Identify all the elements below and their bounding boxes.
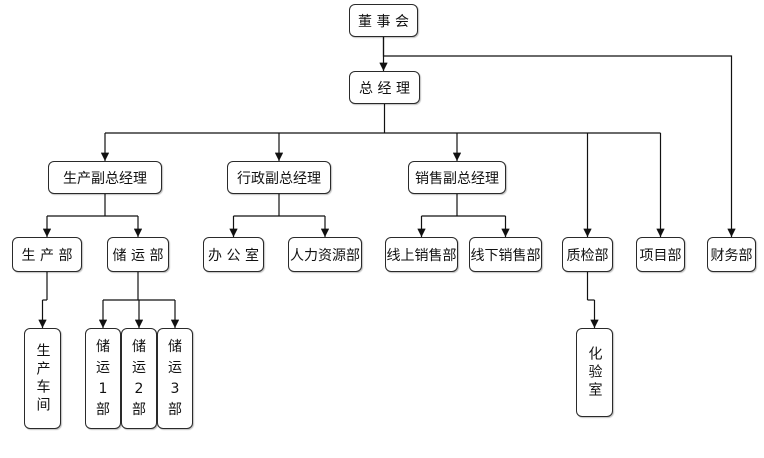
office-node: 办 公 室 [203, 237, 264, 272]
storage-unit-3-char: 储 [168, 338, 182, 355]
storage-unit-1-char: 储 [96, 338, 110, 355]
storage-unit-1-char: 运 [96, 359, 110, 376]
storage-unit-2-char: 储 [132, 338, 146, 355]
storage-unit-3-char: 部 [168, 401, 182, 418]
laboratory-node: 化验室 [576, 328, 613, 417]
storage-unit-3-char: 3 [170, 380, 180, 397]
sales-vp-node: 销售副总经理 [408, 161, 506, 194]
online-sales-node: 线上销售部 [385, 237, 458, 272]
storage-unit-3-node: 储 运 3 部 [157, 328, 193, 429]
storage-unit-2-char: 运 [132, 359, 146, 376]
project-department-node: 项目部 [636, 237, 685, 272]
storage-unit-1-node: 储 运 1 部 [85, 328, 121, 429]
production-workshop-node: 生产车间 [24, 328, 61, 429]
quality-inspection-node: 质检部 [562, 237, 613, 272]
offline-sales-node: 线下销售部 [469, 237, 542, 272]
admin-vp-node: 行政副总经理 [227, 161, 331, 194]
finance-department-node: 财务部 [707, 237, 756, 272]
storage-unit-2-node: 储 运 2 部 [121, 328, 157, 429]
storage-unit-1-char: 1 [98, 380, 108, 397]
board-node: 董 事 会 [349, 4, 418, 37]
production-vp-node: 生产副总经理 [48, 161, 162, 194]
hr-department-node: 人力资源部 [288, 237, 362, 272]
production-department-node: 生 产 部 [12, 237, 82, 272]
general-manager-node: 总 经 理 [349, 71, 420, 104]
storage-unit-3-char: 运 [168, 359, 182, 376]
storage-department-node: 储 运 部 [107, 237, 169, 272]
connector-line [382, 37, 736, 237]
storage-unit-2-char: 2 [134, 380, 144, 397]
storage-unit-1-char: 部 [96, 401, 110, 418]
storage-unit-2-char: 部 [132, 401, 146, 418]
